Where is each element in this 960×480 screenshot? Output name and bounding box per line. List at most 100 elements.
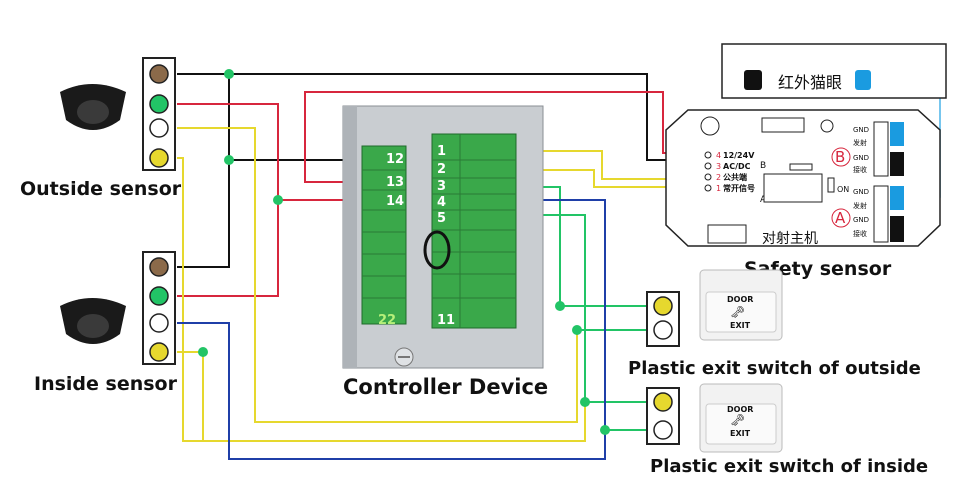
block-b-blue [890, 122, 904, 146]
block-b-black [890, 152, 904, 176]
inside-sensor-label: Inside sensor [34, 373, 178, 395]
input-text-1: 常开信号 [723, 183, 755, 193]
terminal-yellow [653, 392, 673, 412]
exit-exit-text: EXIT [730, 321, 751, 330]
junction-dot [580, 397, 590, 407]
block-a-emit: 发射 [853, 201, 867, 210]
terminal-14: 14 [386, 194, 404, 209]
marker-b: B [835, 148, 845, 166]
input-text-2: 公共端 [723, 172, 747, 182]
dip-switch [827, 177, 835, 193]
input-num-4: 4 [716, 151, 721, 160]
exit-button-face [705, 291, 777, 333]
board-slot [789, 163, 813, 171]
input-num-1: 1 [716, 184, 721, 193]
sensor-lens [77, 100, 109, 124]
terminal-3: 3 [437, 179, 446, 194]
exit-button-face [705, 403, 777, 445]
terminal-yellow [149, 342, 169, 362]
block-a-black [890, 216, 904, 242]
input-text-3: AC/DC [723, 162, 751, 171]
controller-device: 12 13 14 22 1 2 3 4 5 11 Controller Devi… [342, 105, 548, 399]
terminal-22: 22 [378, 313, 396, 328]
exit-exit-text: EXIT [730, 429, 751, 438]
wire-red-outside [177, 103, 279, 200]
wire-yellow-inside [177, 351, 204, 441]
junction-dot [572, 325, 582, 335]
block-b-emit: 发射 [853, 138, 867, 147]
left-terminal-block [361, 145, 407, 325]
exit-switch-outside: DOOR 🗝 EXIT Plastic exit switch of outsi… [628, 269, 921, 379]
on-label: ON [837, 185, 849, 194]
eye-blue [855, 70, 871, 90]
exit-door-text: DOOR [727, 295, 753, 304]
input-text-4: 12/24V [723, 151, 755, 160]
safety-input-list: 4 12/24V 3 AC/DC 2 公共端 1 常开信号 [704, 151, 755, 193]
eye-label: 红外猫眼 [778, 73, 842, 92]
input-num-3: 3 [716, 162, 721, 171]
junction-dots [198, 69, 610, 435]
exit-inside-label: Plastic exit switch of inside [650, 456, 928, 477]
terminal-green [149, 286, 169, 306]
safety-sensor-device: 红外猫眼 4 12/24V 3 AC/DC 2 公共端 1 常开信号 B A O… [665, 43, 947, 280]
terminal-yellow [653, 296, 673, 316]
block-b-labels: GND 发射 GND 接收 [853, 126, 869, 174]
block-b-gnd1: GND [853, 126, 869, 134]
terminal-white [653, 320, 673, 340]
terminal-yellow [149, 148, 169, 168]
exit-switch-inside: DOOR 🗝 EXIT Plastic exit switch of insid… [646, 383, 928, 477]
input-num-2: 2 [716, 173, 721, 182]
terminal-brown [149, 64, 169, 84]
terminal-white [149, 118, 169, 138]
outside-sensor-label: Outside sensor [20, 178, 182, 200]
key-icon: 🗝 [730, 305, 745, 319]
junction-dot [600, 425, 610, 435]
block-b-gnd2: GND [853, 154, 869, 162]
terminal-13: 13 [386, 175, 404, 190]
sensor-lens [77, 314, 109, 338]
exit-outside-label: Plastic exit switch of outside [628, 358, 921, 379]
block-a-recv: 接收 [853, 229, 867, 238]
terminal-4: 4 [437, 195, 446, 210]
terminal-brown [149, 257, 169, 277]
b-small-label: B [760, 161, 766, 171]
terminal-white [653, 420, 673, 440]
terminal-green [149, 94, 169, 114]
exit-door-text: DOOR [727, 405, 753, 414]
board-chip-bottom [707, 224, 747, 244]
board-hole [700, 116, 720, 136]
block-a-labels: GND 发射 GND 接收 [853, 188, 869, 238]
block-a-terminals [873, 185, 889, 243]
block-b-recv: 接收 [853, 165, 867, 174]
wire-blue-term4 [177, 199, 606, 460]
safety-title-cn: 对射主机 [762, 231, 818, 247]
junction-dot [198, 347, 208, 357]
wire-red-inside [177, 199, 383, 297]
block-b-terminals [873, 121, 889, 177]
terminal-2: 2 [437, 162, 446, 177]
eye-black [744, 70, 762, 90]
left-terminal-ridges [362, 169, 406, 299]
junction-dot [224, 69, 234, 79]
board-chip [761, 117, 805, 133]
board-chip-large [763, 173, 823, 203]
marker-a: A [835, 209, 846, 227]
terminal-11: 11 [437, 313, 455, 328]
outside-sensor-device: Outside sensor [20, 57, 182, 200]
right-terminal-ridges [432, 134, 516, 328]
board-hole [820, 119, 834, 133]
junction-dot [224, 155, 234, 165]
controller-label: Controller Device [343, 375, 548, 399]
terminal-12: 12 [386, 152, 404, 167]
key-icon: 🗝 [730, 413, 745, 427]
right-terminal-block [431, 133, 517, 329]
inside-sensor-device: Inside sensor [34, 251, 178, 395]
wire-black-inside [177, 74, 230, 268]
block-a-gnd1: GND [853, 188, 869, 196]
terminal-5: 5 [437, 211, 446, 226]
controller-plate-shade [343, 106, 357, 368]
junction-dot [273, 195, 283, 205]
jumper-loop [423, 230, 451, 270]
junction-dot [555, 301, 565, 311]
